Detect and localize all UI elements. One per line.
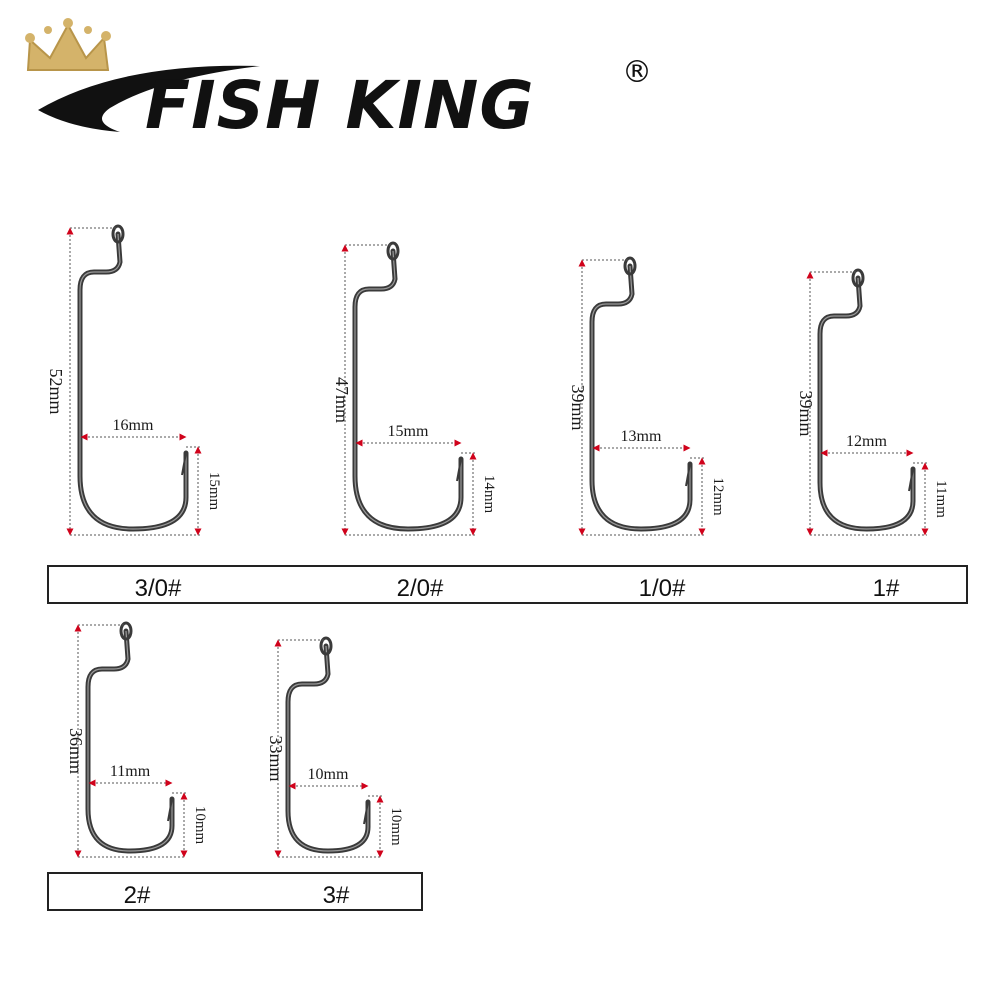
length-label: 39mm	[568, 384, 588, 430]
hook-size-label: 3/0#	[135, 575, 182, 602]
hook-highlight	[87, 630, 173, 852]
hook-eye	[119, 621, 133, 641]
bend-label: 14mm	[481, 475, 497, 514]
hook-highlight	[79, 233, 187, 530]
hook-size-label: 1#	[873, 575, 900, 602]
hooks-layer: 52mm16mm15mm47mm15mm14mm39mm13mm12mm39mm…	[46, 224, 949, 858]
crown-icon	[25, 18, 111, 71]
hook-barb	[908, 468, 914, 492]
hook-barb	[167, 798, 173, 822]
hook-size-label: 2#	[124, 882, 151, 909]
hook-highlight	[819, 277, 914, 530]
bend-label: 11mm	[933, 480, 949, 518]
hook-shape	[352, 248, 464, 532]
hook-size-label: 1/0#	[639, 575, 686, 602]
hook-eye	[319, 636, 333, 656]
registered-mark: ®	[622, 55, 652, 90]
swoosh-icon	[38, 65, 260, 132]
hook-barb	[363, 801, 369, 825]
hook-4: 39mm 12mm 11mm	[796, 268, 949, 536]
hook-size-label: 3#	[323, 882, 350, 909]
length-label: 33mm	[266, 735, 286, 781]
bend-label: 10mm	[192, 806, 208, 845]
size-label-box-row-2	[47, 872, 423, 911]
hook-6: 33mm 10mm 10mm	[266, 636, 404, 858]
hook-highlight	[287, 645, 369, 852]
length-label: 52mm	[46, 368, 66, 414]
hook-shape	[85, 628, 175, 854]
hook-barb	[181, 452, 187, 476]
bend-label: 12mm	[710, 477, 726, 516]
hook-size-label: 2/0#	[397, 575, 444, 602]
hook-5: 36mm 11mm 10mm	[66, 621, 208, 858]
gap-label: 13mm	[621, 428, 662, 445]
size-labels: 3/0# 2/0# 1/0# 1# 2# 3#	[124, 575, 900, 909]
hook-eye	[111, 224, 125, 244]
hook-barb	[456, 458, 462, 482]
hook-eye	[623, 256, 637, 276]
brand-name: FISH KING	[145, 67, 535, 144]
hook-2: 47mm 15mm 14mm	[332, 241, 497, 536]
hook-eye	[386, 241, 400, 261]
gap-label: 16mm	[113, 417, 154, 434]
length-label: 36mm	[66, 728, 86, 774]
gap-label: 15mm	[388, 423, 429, 440]
hook-3: 39mm 13mm 12mm	[568, 256, 726, 536]
bend-label: 10mm	[388, 807, 404, 846]
gap-label: 12mm	[846, 433, 887, 450]
size-label-box-row-1	[47, 565, 968, 604]
hook-shape	[285, 643, 371, 854]
length-label: 39mm	[796, 390, 816, 436]
hook-highlight	[354, 250, 462, 530]
hook-shape	[589, 263, 693, 532]
hook-highlight	[591, 265, 691, 530]
length-label: 47mm	[332, 377, 352, 423]
gap-label: 11mm	[110, 763, 151, 780]
brand-logo: FISH KING ®	[25, 18, 652, 144]
hook-barb	[685, 463, 691, 487]
gap-label: 10mm	[308, 766, 349, 783]
bend-label: 15mm	[206, 472, 222, 511]
hook-shape	[77, 231, 189, 532]
hook-1: 52mm 16mm 15mm	[46, 224, 222, 536]
hook-eye	[851, 268, 865, 288]
